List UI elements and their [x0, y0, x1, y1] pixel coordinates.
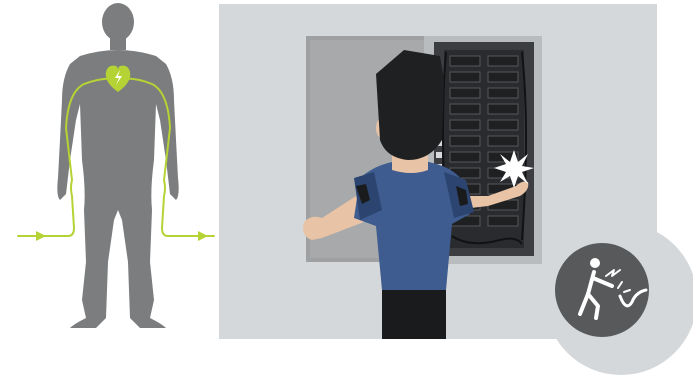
body-figure-group: [18, 3, 214, 328]
arrow-in-icon: [36, 231, 46, 241]
body-silhouette-icon: [57, 3, 178, 328]
arrow-out-icon: [198, 231, 208, 241]
shock-warning-badge: [545, 223, 693, 375]
